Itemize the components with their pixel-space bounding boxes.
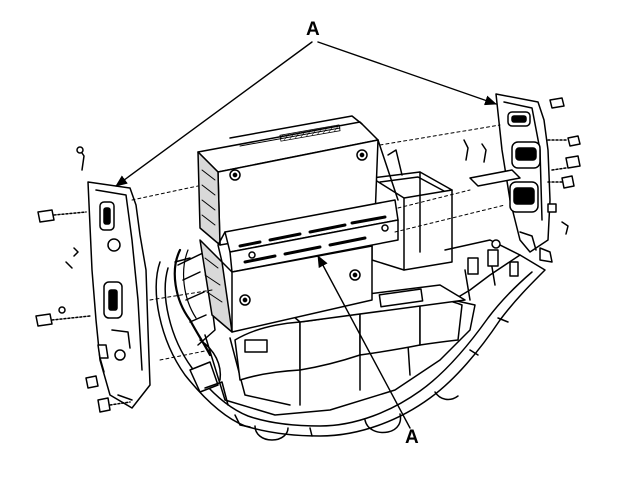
audio-unit	[197, 115, 399, 333]
right-bracket	[469, 93, 553, 263]
leader-bottom-to-center-bracket	[317, 255, 411, 429]
leader-top-to-left-bracket	[115, 41, 313, 187]
leader-top-to-right-bracket	[317, 41, 497, 106]
left-bracket	[87, 181, 151, 409]
fasteners	[35, 97, 581, 413]
assembly-guides	[131, 124, 506, 361]
callout-label-top: A	[306, 19, 320, 40]
callout-label-bottom: A	[405, 427, 419, 448]
callout-leaders	[115, 41, 497, 429]
